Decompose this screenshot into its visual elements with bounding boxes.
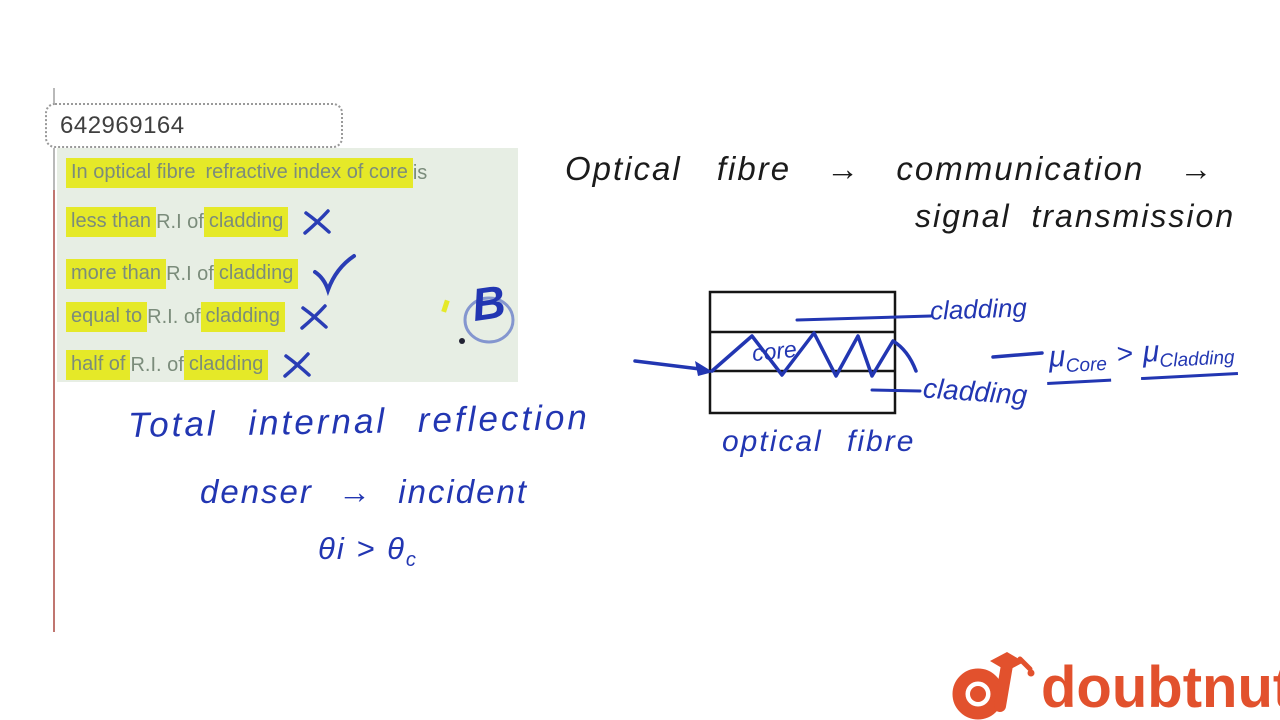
note-theta-condition: θi > θc: [318, 531, 418, 572]
question-id: 642969164: [60, 111, 185, 139]
label-core: core: [750, 335, 798, 367]
question-highlight-2: refractive index of core: [200, 158, 413, 188]
option-4: half of R.I. of cladding: [66, 348, 314, 382]
note-total-internal-reflection: Total internal reflection: [127, 397, 591, 446]
cross-icon: [300, 304, 328, 330]
question-text: In optical fibre refractive index of cor…: [66, 158, 427, 188]
option-2: more than R.I of cladding: [66, 252, 358, 296]
option-2-mark: [310, 252, 358, 296]
question-highlight-1: In optical fibre: [66, 158, 201, 188]
check-icon: [313, 254, 357, 296]
label-cladding-top: cladding: [929, 292, 1028, 326]
brand-name: doubtnut: [1041, 655, 1280, 720]
doubtnut-logo-icon: [952, 651, 1035, 719]
cross-icon: [303, 209, 332, 235]
doubtnut-watermark: doubtnut: [945, 648, 1280, 720]
option-1: less than R.I of cladding: [66, 205, 334, 239]
label-cladding-bottom: cladding: [922, 372, 1029, 411]
option-3-mark: [297, 300, 331, 334]
cross-icon: [283, 352, 312, 378]
option-1-mark: [300, 205, 334, 239]
note-flow-line2: signal transmission: [915, 198, 1236, 234]
option-4-mark: [280, 348, 314, 382]
question-panel: In optical fibre refractive index of cor…: [57, 148, 518, 382]
note-denser-incident: denser → incident: [200, 473, 528, 510]
question-id-box: 642969164: [45, 103, 343, 148]
note-flow-line1: Optical fibre → communication →: [565, 150, 1215, 187]
margin-rule-red: [53, 190, 55, 632]
mu-relation: μCore>μCladding: [1044, 331, 1239, 385]
option-3: equal to R.I. of cladding: [66, 300, 331, 334]
diagram-caption: optical fibre: [722, 425, 916, 458]
answer-letter: B: [468, 274, 509, 332]
